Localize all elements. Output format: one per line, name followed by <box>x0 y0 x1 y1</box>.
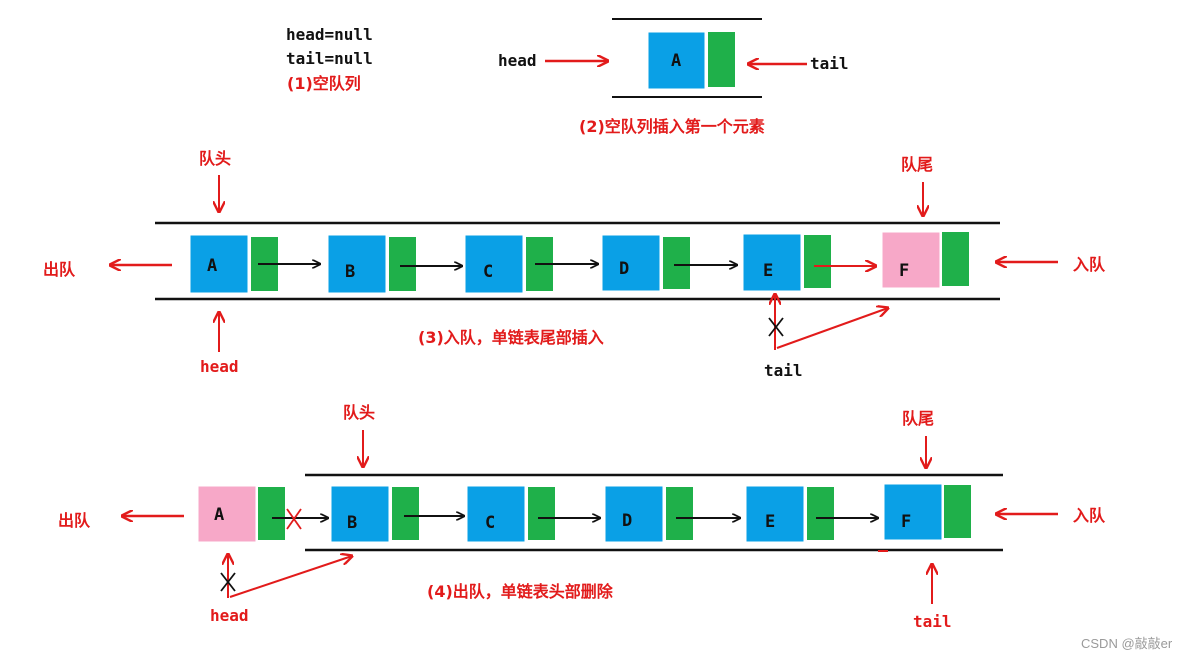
panel-dequeue: 队头 队尾 出队 入队 A B C <box>58 403 1106 631</box>
removed-node-a: A <box>197 485 285 543</box>
node-label: A <box>214 505 224 525</box>
node-e: E <box>742 233 831 292</box>
node-label: B <box>347 513 357 533</box>
node-d: D <box>601 234 690 292</box>
node-data-box <box>742 233 802 292</box>
node-label: C <box>483 262 493 282</box>
crossed-out-mark <box>220 572 236 592</box>
rear-label: 队尾 <box>901 155 933 174</box>
head-label: head <box>200 357 239 376</box>
front-label: 队头 <box>343 403 375 422</box>
dequeue-label: 出队 <box>58 511 91 530</box>
head-null-text: head=null <box>286 25 373 44</box>
front-label: 队头 <box>199 149 231 168</box>
head-label: head <box>210 606 249 625</box>
node-data-box <box>601 234 661 292</box>
node-data-box <box>881 231 941 289</box>
node-label: D <box>619 259 629 279</box>
enqueue-label: 入队 <box>1073 255 1106 274</box>
panel2-caption: (2)空队列插入第一个元素 <box>579 117 765 136</box>
node-c: C <box>466 485 555 543</box>
tail-null-text: tail=null <box>286 49 373 68</box>
node-next-box <box>944 485 971 538</box>
node-next-box <box>528 487 555 540</box>
node-next-box <box>708 32 735 87</box>
node-f: F <box>883 483 971 541</box>
node-data-box <box>745 485 805 543</box>
node-label: B <box>345 262 355 282</box>
cut-link-mark <box>286 508 302 530</box>
tail-label: tail <box>764 361 803 380</box>
crossed-out-mark <box>768 317 784 337</box>
node-data-box <box>647 31 706 90</box>
node-label: D <box>622 511 632 531</box>
node-b: B <box>327 234 416 294</box>
node-data-box <box>197 485 257 543</box>
node-data-box <box>883 483 943 541</box>
new-tail-arrow <box>776 308 888 349</box>
node-next-box <box>392 487 419 540</box>
node-data-box <box>604 485 664 543</box>
tail-label: tail <box>810 54 849 73</box>
node-data-box <box>330 485 390 543</box>
dequeue-label: 出队 <box>43 260 76 279</box>
node-data-box <box>327 234 387 294</box>
watermark: CSDN @敲敲er <box>1081 636 1173 651</box>
node-c: C <box>464 234 553 294</box>
node-next-box <box>804 235 831 288</box>
node-data-box <box>466 485 526 543</box>
node-f-new: F <box>881 231 969 289</box>
node-label: A <box>207 256 217 276</box>
node-d: D <box>604 485 693 543</box>
tail-label: tail <box>913 612 952 631</box>
rear-label: 队尾 <box>902 409 934 428</box>
panel-empty-queue: head=null tail=null (1)空队列 <box>286 25 373 93</box>
node-next-box <box>389 237 416 291</box>
head-label: head <box>498 51 537 70</box>
panel1-caption: (1)空队列 <box>287 74 361 93</box>
node-label: E <box>763 261 773 281</box>
panel-insert-first: A head tail (2)空队列插入第一个元素 <box>498 18 849 136</box>
panel-enqueue: 队头 队尾 出队 入队 A B C D <box>43 149 1106 380</box>
node-label: F <box>899 261 909 281</box>
panel3-caption: (3)入队，单链表尾部插入 <box>418 328 604 347</box>
node-e: E <box>745 485 834 543</box>
new-head-arrow <box>229 556 352 598</box>
node-label: A <box>671 51 681 71</box>
node-label: F <box>901 512 911 532</box>
node-label: E <box>765 512 775 532</box>
node-data-box <box>189 234 249 294</box>
node-a: A <box>647 31 735 90</box>
node-data-box <box>464 234 524 294</box>
enqueue-label: 入队 <box>1073 506 1106 525</box>
node-next-box <box>666 487 693 540</box>
node-next-box <box>258 487 285 540</box>
node-b: B <box>330 485 419 543</box>
node-next-box <box>942 232 969 286</box>
node-next-box <box>807 487 834 540</box>
panel4-caption: (4)出队，单链表头部删除 <box>427 582 614 601</box>
node-label: C <box>485 513 495 533</box>
node-next-box <box>663 237 690 289</box>
